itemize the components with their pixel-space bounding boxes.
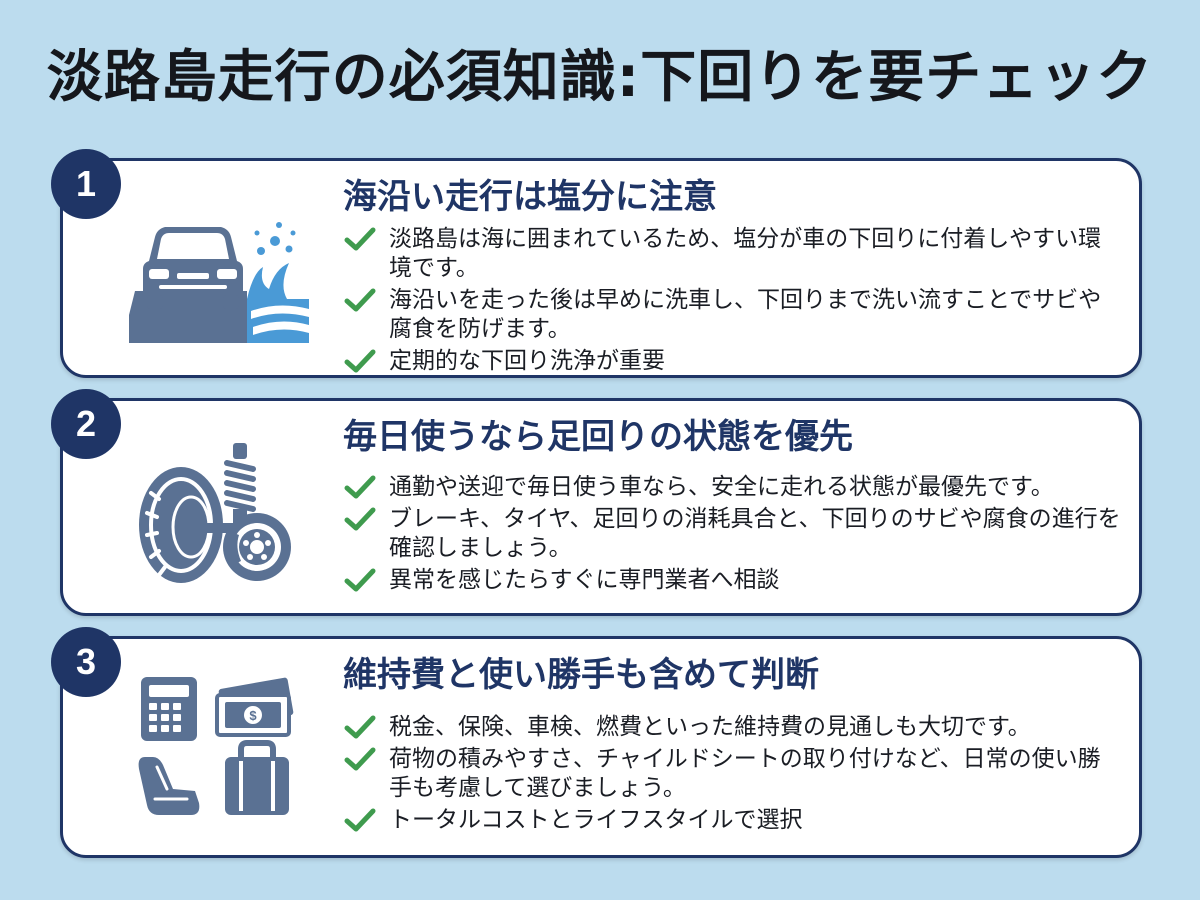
bullet-text: 定期的な下回り洗浄が重要 — [389, 348, 665, 374]
checkmark-icon — [344, 475, 376, 499]
bullet-list: 淡路島は海に囲まれているため、塩分が車の下回りに付着しやすい環境です。 海沿いを… — [343, 225, 1123, 379]
bullet-item: 通勤や送迎で毎日使う車なら、安全に走れる状態が最優先です。 — [343, 473, 1143, 502]
section-number-badge: 1 — [51, 149, 121, 219]
bullet-text: 海沿いを走った後は早めに洗車し、下回りまで洗い流すことでサビや腐食を防げます。 — [389, 287, 1102, 342]
bullet-item: トータルコストとライフスタイルで選択 — [343, 806, 1123, 835]
bullet-item: 淡路島は海に囲まれているため、塩分が車の下回りに付着しやすい環境です。 — [343, 225, 1123, 283]
checkmark-icon — [344, 568, 376, 592]
section-card-3: 3 $ — [51, 627, 1142, 858]
checkmark-icon — [344, 349, 376, 373]
bullet-item: ブレーキ、タイヤ、足回りの消耗具合と、下回りのサビや腐食の進行を確認しましょう。 — [343, 505, 1143, 563]
section-card-2: 2 毎日使うなら足回りの状態を優先 通勤や送迎で毎日使う車なら、安全に走れる状態… — [51, 389, 1143, 616]
checkmark-icon — [344, 288, 376, 312]
bullet-text: 異常を感じたらすぐに専門業者へ相談 — [389, 567, 780, 593]
bullet-item: 定期的な下回り洗浄が重要 — [343, 347, 1123, 376]
checkmark-icon — [344, 808, 376, 832]
page-title: 淡路島走行の必須知識:下回りを要チェック — [46, 45, 1154, 110]
calculator-icon — [141, 677, 197, 741]
bullet-text: 荷物の積みやすさ、チャイルドシートの取り付けなど、日常の使い勝手も考慮して選びま… — [389, 746, 1101, 801]
bullet-text: 税金、保険、車検、燃費といった維持費の見通しも大切です。 — [389, 714, 1031, 740]
bullet-text: ブレーキ、タイヤ、足回りの消耗具合と、下回りのサビや腐食の進行を確認しましょう。 — [389, 506, 1121, 561]
section-heading: 維持費と使い勝手も含めて判断 — [343, 655, 819, 695]
svg-text:$: $ — [249, 708, 257, 723]
section-heading: 毎日使うなら足回りの状態を優先 — [343, 417, 853, 457]
section-card-1: 1 海沿い走行は塩分に注意 淡路島は海に囲まれているため、塩分が車の下回りに付着… — [51, 149, 1142, 379]
cost-lifestyle-icons: $ — [138, 677, 294, 815]
suitcase-icon — [225, 740, 289, 815]
checkmark-icon — [344, 227, 376, 251]
section-number-badge: 2 — [51, 389, 121, 459]
bullet-text: トータルコストとライフスタイルで選択 — [389, 807, 803, 833]
checkmark-icon — [344, 747, 376, 771]
car-splash-icon — [129, 222, 309, 343]
money-icon: $ — [215, 677, 294, 737]
bullet-text: 淡路島は海に囲まれているため、塩分が車の下回りに付着しやすい環境です。 — [389, 226, 1102, 281]
checkmark-icon — [344, 715, 376, 739]
bullet-item: 海沿いを走った後は早めに洗車し、下回りまで洗い流すことでサビや腐食を防げます。 — [343, 286, 1123, 344]
tire-suspension-icon — [139, 443, 291, 583]
child-seat-icon — [138, 757, 200, 815]
bullet-item: 荷物の積みやすさ、チャイルドシートの取り付けなど、日常の使い勝手も考慮して選びま… — [343, 745, 1123, 803]
section-number-badge: 3 — [51, 627, 121, 697]
bullet-list: 税金、保険、車検、燃費といった維持費の見通しも大切です。 荷物の積みやすさ、チャ… — [343, 713, 1123, 838]
section-heading: 海沿い走行は塩分に注意 — [343, 177, 717, 217]
checkmark-icon — [344, 507, 376, 531]
bullet-item: 税金、保険、車検、燃費といった維持費の見通しも大切です。 — [343, 713, 1123, 742]
bullet-list: 通勤や送迎で毎日使う車なら、安全に走れる状態が最優先です。 ブレーキ、タイヤ、足… — [343, 473, 1143, 598]
bullet-text: 通勤や送迎で毎日使う車なら、安全に走れる状態が最優先です。 — [389, 474, 1054, 500]
bullet-item: 異常を感じたらすぐに専門業者へ相談 — [343, 566, 1143, 595]
